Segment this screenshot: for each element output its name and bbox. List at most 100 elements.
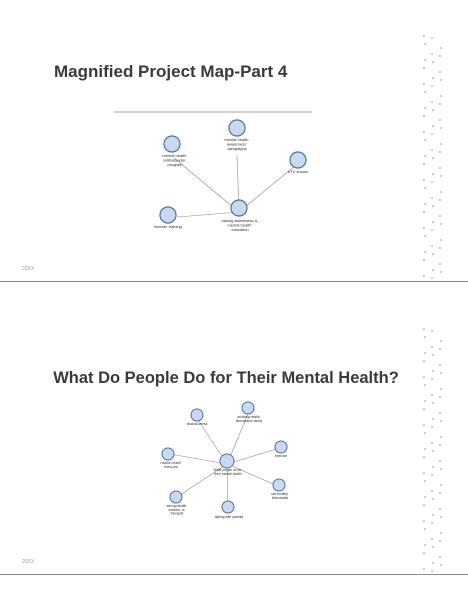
decorative-dot — [438, 411, 442, 415]
decorative-dot — [422, 130, 426, 134]
svg-text:routine health check-i: routine health check-ins — [161, 461, 182, 469]
decorative-dot — [431, 561, 435, 565]
decorative-dot — [431, 497, 435, 501]
decorative-dot — [422, 82, 426, 86]
edge-center-m3 — [226, 447, 281, 465]
decorative-dot — [439, 563, 443, 567]
decorative-dot — [438, 491, 442, 495]
decorative-dot-pattern — [422, 327, 443, 573]
decorative-dot — [423, 90, 427, 94]
decorative-dot — [422, 471, 426, 475]
map-node-m3: exercise — [274, 440, 288, 458]
svg-text:exercise: exercise — [275, 454, 287, 458]
decorative-dot — [423, 42, 427, 46]
decorative-dot — [439, 238, 443, 242]
decorative-dot — [431, 172, 435, 176]
decorative-dot — [423, 383, 427, 387]
decorative-dot — [423, 527, 427, 531]
decorative-dot — [422, 66, 426, 70]
svg-text:use healthy boundaries: use healthy boundaries — [271, 492, 289, 500]
decorative-dot — [439, 467, 443, 471]
decorative-dot — [422, 226, 426, 230]
decorative-dot — [438, 246, 442, 250]
map-node-n4: teacher training — [154, 206, 182, 229]
slide-1: Magnified Project Map-Part 4 raising awa… — [0, 30, 468, 281]
edge-center-m6 — [176, 463, 228, 498]
decorative-dot — [422, 114, 426, 118]
decorative-dot — [431, 353, 435, 357]
decorative-dot — [423, 186, 427, 190]
node-label-line: therapist — [171, 512, 184, 516]
decorative-dot — [423, 431, 427, 435]
decorative-dot — [430, 36, 434, 40]
project-map-diagram: raising awareness & mental health educat… — [114, 111, 312, 232]
decorative-dot — [430, 84, 434, 88]
decorative-dot — [438, 363, 442, 367]
node-label-line: their mental health — [214, 472, 241, 476]
decorative-dot — [439, 126, 443, 130]
slide-1-title: Magnified Project Map-Part 4 — [54, 62, 288, 81]
decorative-dot — [423, 335, 427, 339]
decorative-dot — [438, 214, 442, 218]
decorative-dot — [438, 262, 442, 266]
decorative-dot — [439, 190, 443, 194]
decorative-dot — [430, 393, 434, 397]
decorative-dot — [431, 204, 435, 208]
decorative-dot — [439, 94, 443, 98]
decorative-dot — [438, 166, 442, 170]
svg-text:raising awareness & me: raising awareness & mental health educat… — [221, 218, 258, 232]
decorative-dot — [439, 339, 443, 343]
decorative-dot — [422, 274, 426, 278]
slide-1-bottom-rule — [0, 281, 468, 282]
decorative-dot — [439, 515, 443, 519]
decorative-dot — [431, 513, 435, 517]
edge-center-m7 — [169, 453, 228, 465]
map-node-m4: use healthy boundaries — [271, 478, 289, 500]
node-label-line: workers, or — [168, 508, 185, 512]
decorative-dot — [439, 270, 443, 274]
svg-text:avoiding health discus: avoiding health discussions family — [236, 415, 263, 423]
decorative-dot — [422, 34, 426, 38]
decorative-dot — [430, 489, 434, 493]
decorative-dot — [430, 521, 434, 525]
decorative-dot — [422, 407, 426, 411]
decorative-dot — [430, 100, 434, 104]
decorative-dot — [423, 351, 427, 355]
decorative-dot — [423, 447, 427, 451]
decorative-dot — [431, 268, 435, 272]
decorative-dot — [422, 162, 426, 166]
svg-text:mental health ambassad: mental health ambassador program — [162, 153, 187, 167]
node-label-line: routine health — [161, 461, 181, 465]
slide-2-title: What Do People Do for Their Mental Healt… — [53, 369, 399, 387]
map-node-m5: talking with parents — [215, 500, 243, 519]
slide-2: What Do People Do for Their Mental Healt… — [0, 323, 468, 574]
decorative-dot — [423, 138, 427, 142]
decorative-dot — [431, 417, 435, 421]
decorative-dot — [438, 347, 442, 351]
node-label-line: use healthy — [271, 492, 288, 496]
decorative-dot — [439, 371, 443, 375]
decorative-dot — [438, 54, 442, 58]
svg-text:discuss stress: discuss stress — [187, 422, 208, 426]
node-label-line: eTV shows — [288, 169, 308, 174]
decorative-dot — [422, 375, 426, 379]
slide-2-bottom-rule — [0, 574, 468, 575]
decorative-dot — [430, 569, 434, 573]
decorative-dot — [422, 503, 426, 507]
decorative-dot — [431, 465, 435, 469]
decorative-dot — [423, 250, 427, 254]
decorative-dot-pattern — [422, 34, 443, 280]
edge-center-n4 — [176, 211, 240, 218]
node-label-line: boundaries — [272, 496, 289, 500]
node-label-line: mental health — [162, 153, 186, 158]
node-label-line: mental health — [227, 223, 251, 228]
decorative-dot — [430, 276, 434, 280]
decorative-dot — [422, 359, 426, 363]
decorative-dot — [423, 202, 427, 206]
decorative-dot — [430, 244, 434, 248]
edge-center-m4 — [226, 463, 279, 487]
decorative-dot — [439, 387, 443, 391]
decorative-dot — [422, 567, 426, 571]
decorative-dot — [431, 401, 435, 405]
decorative-dot — [430, 196, 434, 200]
